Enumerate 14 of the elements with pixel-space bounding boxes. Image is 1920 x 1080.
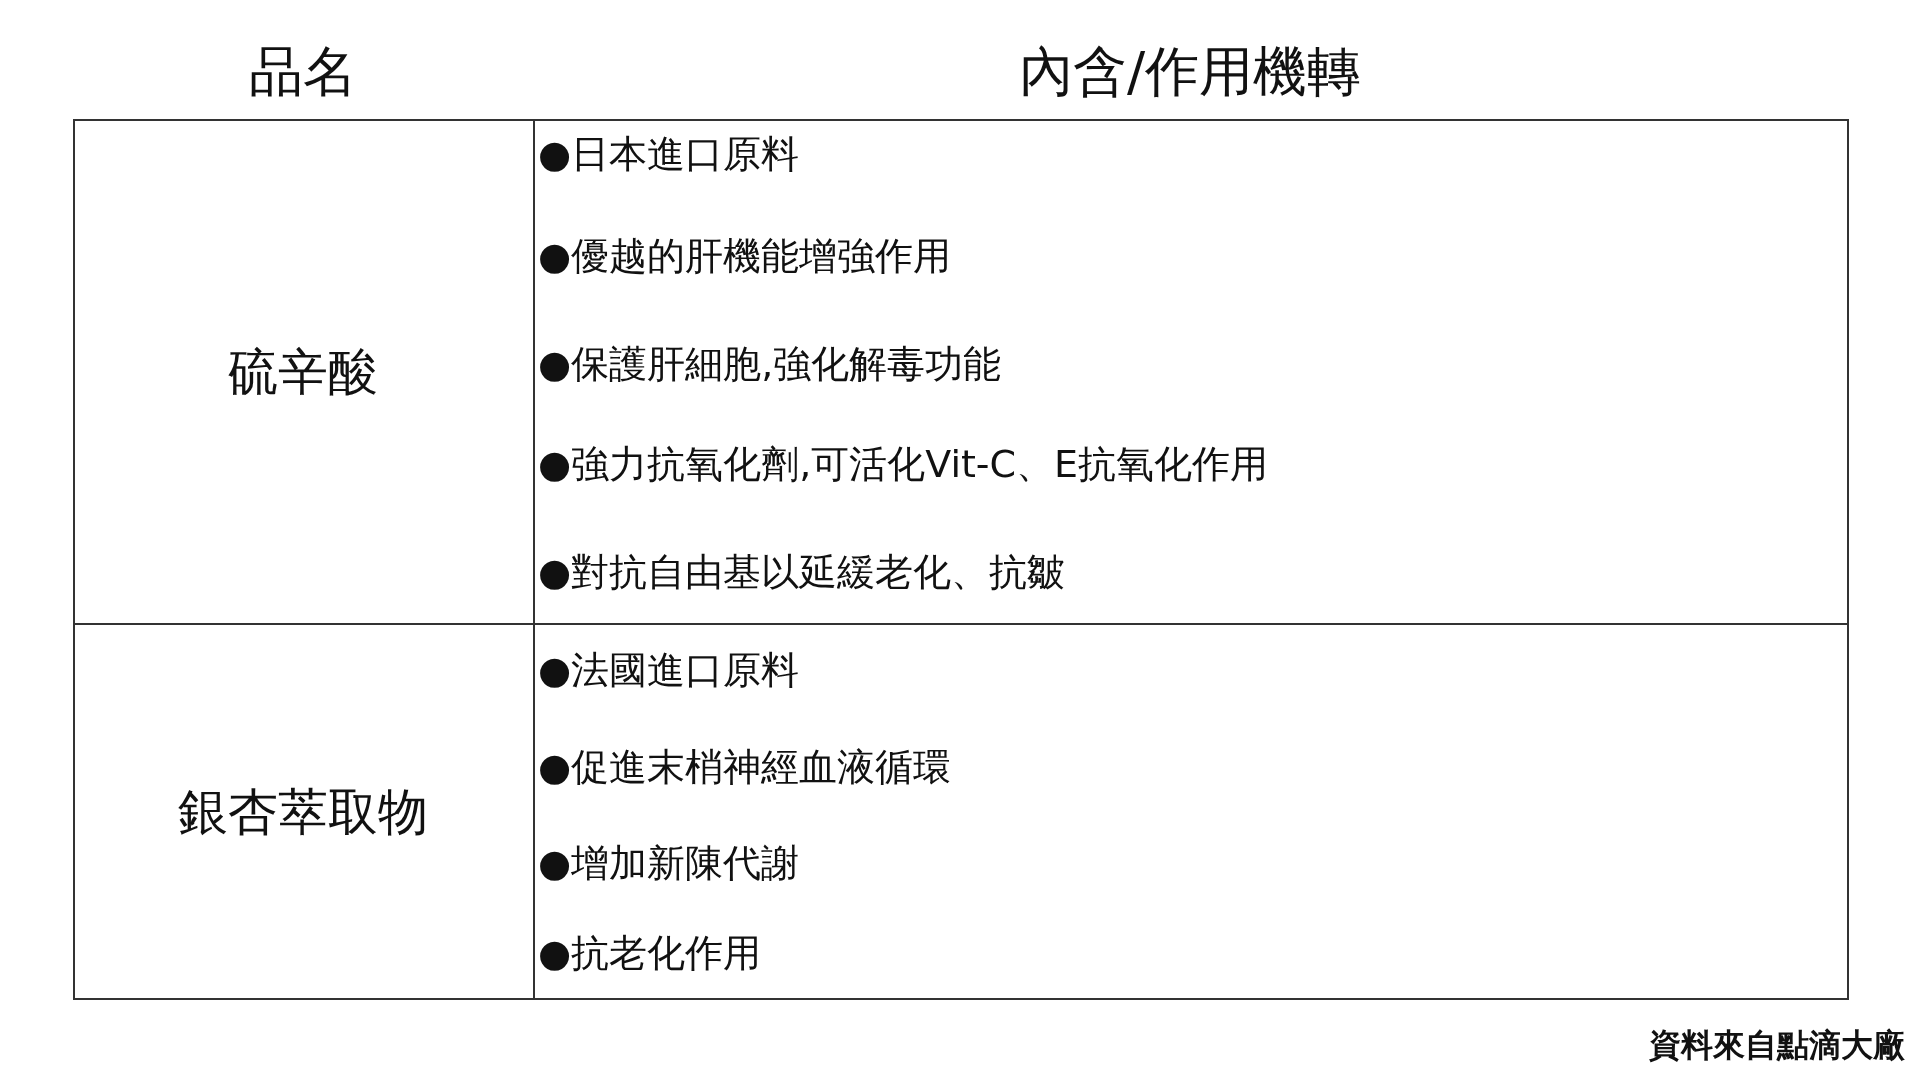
bullet-item: ●對抗自由基以延緩老化、抗皺 [538, 550, 1066, 596]
bullet-item: ●法國進口原料 [538, 648, 800, 694]
bullet-item: ●抗老化作用 [538, 931, 762, 977]
column-header: 內含/作用機轉 [1018, 39, 1362, 105]
bullet-item: ●優越的肝機能增強作用 [538, 234, 952, 280]
bullet-item: ●增加新陳代謝 [538, 841, 800, 887]
product-name: 銀杏萃取物 [178, 782, 428, 842]
product-name: 硫辛酸 [228, 342, 378, 402]
bullet-item: ●強力抗氧化劑,可活化Vit-C、E抗氧化作用 [538, 442, 1269, 488]
column-header: 品名 [249, 39, 357, 105]
bullet-item: ●保護肝細胞,強化解毒功能 [538, 342, 1002, 388]
bullet-item: ●日本進口原料 [538, 132, 800, 178]
bullet-item: ●促進末梢神經血液循環 [538, 745, 952, 791]
source-note: 資料來自點滴大廠 [1649, 1025, 1905, 1065]
